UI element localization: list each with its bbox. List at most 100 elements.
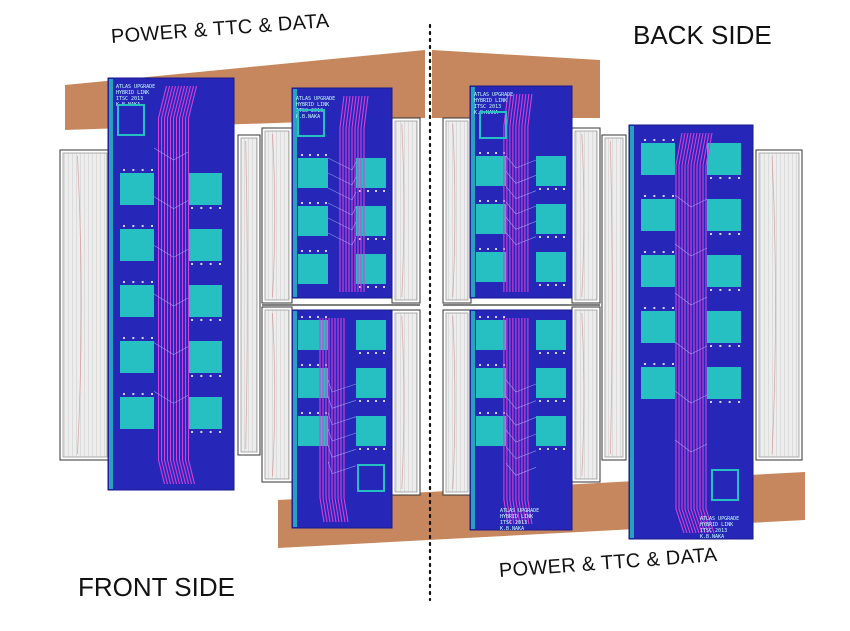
sensor-back-mid-bond-fan xyxy=(610,140,613,455)
hybrid-back-right-xlink-4 xyxy=(674,390,708,404)
sensor-mid-top-r-strips xyxy=(394,120,418,301)
hybrid-front-bottom-pin-l-0-3 xyxy=(325,316,327,318)
hybrid-front-top-xlink-2 xyxy=(327,187,357,201)
connector-back-right xyxy=(711,469,739,501)
hybrid-back-bottom-chip-right-1 xyxy=(536,368,566,398)
hybrid-back-right-pin-l-1-1 xyxy=(653,195,656,197)
hybrid-back-bottom-pin-l-2-1 xyxy=(487,412,489,414)
hybrid-front-left-silk-line-2: ITSC 2013 xyxy=(116,96,143,102)
hybrid-front-left-pin-l-4-0 xyxy=(123,393,125,395)
sensor-right-outer-strips xyxy=(758,152,800,458)
hybrid-front-bottom-trace-3 xyxy=(328,318,334,523)
hybrid-back-bottom-chip-left-0 xyxy=(476,320,506,350)
hybrid-front-left-pin-r-2-3 xyxy=(219,319,221,321)
hybrid-back-top-trace-0 xyxy=(503,93,509,292)
hybrid-back-bottom-pin-l-0-3 xyxy=(503,316,505,318)
hybrid-front-left-pin-r-2-2 xyxy=(209,319,212,321)
hybrid-back-bottom-trace-7 xyxy=(524,318,530,525)
hybrid-front-left-pin-l-0-3 xyxy=(151,169,153,171)
hybrid-front-bottom xyxy=(291,309,393,529)
hybrid-back-top-silk-line-1: HYBRID LINK xyxy=(474,98,507,104)
hybrid-back-bottom-xlink-3 xyxy=(505,429,537,443)
hybrid-front-top-pin-l-2-2 xyxy=(317,250,319,252)
hybrid-front-bottom-trace-7 xyxy=(340,318,346,523)
hybrid-back-right-xlink-0 xyxy=(674,194,708,208)
hybrid-front-left-pin-r-3-2 xyxy=(209,375,212,377)
hybrid-front-left-chip-right-1 xyxy=(188,229,222,261)
hybrid-back-bottom-pin-r-2-0 xyxy=(539,448,541,450)
hybrid-back-bottom-xlink-2 xyxy=(505,413,537,426)
hybrid-back-top-xlink-0 xyxy=(505,155,537,169)
hybrid-front-left-pin-l-0-0 xyxy=(123,169,125,171)
hybrid-front-left-xlink-1 xyxy=(153,196,189,210)
hybrid-front-top-pin-l-0-3 xyxy=(325,154,327,156)
hybrid-back-top-chip-right-1 xyxy=(536,204,566,234)
hybrid-front-bottom-pin-l-2-2 xyxy=(317,412,319,414)
hybrid-front-bottom-chip-right-2 xyxy=(356,416,386,446)
hybrid-back-top-pin-l-0-2 xyxy=(495,152,497,154)
hybrid-back-top-silk-line-2: ITSC 2013 xyxy=(474,104,501,110)
hybrid-front-left-pin-l-1-3 xyxy=(151,225,153,227)
hybrid-back-right-pin-r-2-1 xyxy=(719,289,722,291)
hybrid-back-right-chip-left-1 xyxy=(641,199,675,231)
front-side-label: FRONT SIDE xyxy=(78,572,235,602)
hybrid-back-right-pin-r-1-1 xyxy=(719,233,722,235)
sensor-back-top-l xyxy=(442,117,472,304)
hybrid-front-top-trace-0 xyxy=(339,95,345,292)
hybrid-front-bottom-xlink-0 xyxy=(327,379,357,393)
hybrid-front-top-silk-line-0: ATLAS UPGRADE xyxy=(296,96,335,102)
hybrid-back-top-trace-6 xyxy=(521,93,527,292)
sensor-back-top-l-bond-fan xyxy=(452,123,456,298)
hybrid-front-left-chip-right-0 xyxy=(188,173,222,205)
hybrid-back-bottom-silk-line-1: HYBRID LINK xyxy=(500,514,533,520)
hybrid-front-bottom-xlink-5 xyxy=(327,461,357,475)
hybrid-front-top-trace-6 xyxy=(357,95,363,292)
hybrid-front-left-trace-5 xyxy=(172,85,183,485)
hybrid-back-top-pin-r-1-1 xyxy=(547,236,549,238)
hybrid-front-top-pin-r-2-0 xyxy=(359,286,361,288)
hybrid-back-bottom-pin-r-0-2 xyxy=(555,352,557,354)
hybrid-back-right-edge xyxy=(630,126,634,538)
hybrid-back-right-pin-r-0-2 xyxy=(728,177,731,179)
hybrid-back-right-pin-l-1-3 xyxy=(672,195,674,197)
hybrid-front-left-pin-l-1-2 xyxy=(141,225,144,227)
hybrid-back-right-pin-r-1-3 xyxy=(738,233,740,235)
hybrid-back-bottom-silk-line-2: ITSC 2013 xyxy=(500,520,527,526)
hybrid-front-left-pin-r-1-3 xyxy=(219,263,221,265)
hybrid-front-bottom-pin-r-1-2 xyxy=(375,400,377,402)
hybrid-back-top-pin-r-1-2 xyxy=(555,236,557,238)
hybrid-back-bottom-trace-1 xyxy=(506,318,512,525)
hybrid-back-bottom-trace-5 xyxy=(518,318,524,525)
hybrid-front-left-chip-left-3 xyxy=(120,341,154,373)
hybrid-front-left-xlink-4 xyxy=(153,342,189,356)
sensor-mid-bot-r xyxy=(391,309,421,496)
hybrid-front-top-pin-r-1-1 xyxy=(367,238,369,240)
sensor-left-mid xyxy=(237,134,261,456)
hybrid-back-bottom-pin-r-1-2 xyxy=(555,400,557,402)
hybrid-back-top-pin-l-2-2 xyxy=(495,248,497,250)
hybrid-front-top-pin-l-1-2 xyxy=(317,202,319,204)
hybrid-back-top-pin-l-1-1 xyxy=(487,200,489,202)
hybrid-front-bottom-pin-l-1-0 xyxy=(301,364,303,366)
hybrid-back-top-pin-r-0-2 xyxy=(555,188,557,190)
sensor-back-bot-l-bond-fan xyxy=(452,315,456,490)
hybrid-back-top-chip-right-2 xyxy=(536,252,566,282)
hybrid-back-right-pin-r-3-0 xyxy=(710,345,712,347)
hybrid-back-top-pin-r-2-3 xyxy=(563,284,565,286)
sensor-layer xyxy=(59,117,803,496)
hybrid-back-right-trace-0 xyxy=(675,132,685,534)
sensor-mid-bot-r-strips xyxy=(394,312,418,493)
hybrid-back-right-pin-l-4-0 xyxy=(644,363,646,365)
hybrid-back-right-pin-r-0-3 xyxy=(738,177,740,179)
connector-front-top xyxy=(297,109,325,137)
hybrid-back-top-pin-r-0-3 xyxy=(563,188,565,190)
hybrid-front-top-pin-r-1-3 xyxy=(383,238,385,240)
hybrid-front-top-chip-left-1 xyxy=(298,206,328,236)
hybrid-back-top-pin-l-0-0 xyxy=(479,152,481,154)
hybrid-back-right-trace-9 xyxy=(702,132,712,534)
hybrid-front-left-xlink-3 xyxy=(153,293,189,307)
hybrid-front-left-pin-l-1-1 xyxy=(132,225,135,227)
hybrid-front-left-xlink-2 xyxy=(153,245,189,258)
